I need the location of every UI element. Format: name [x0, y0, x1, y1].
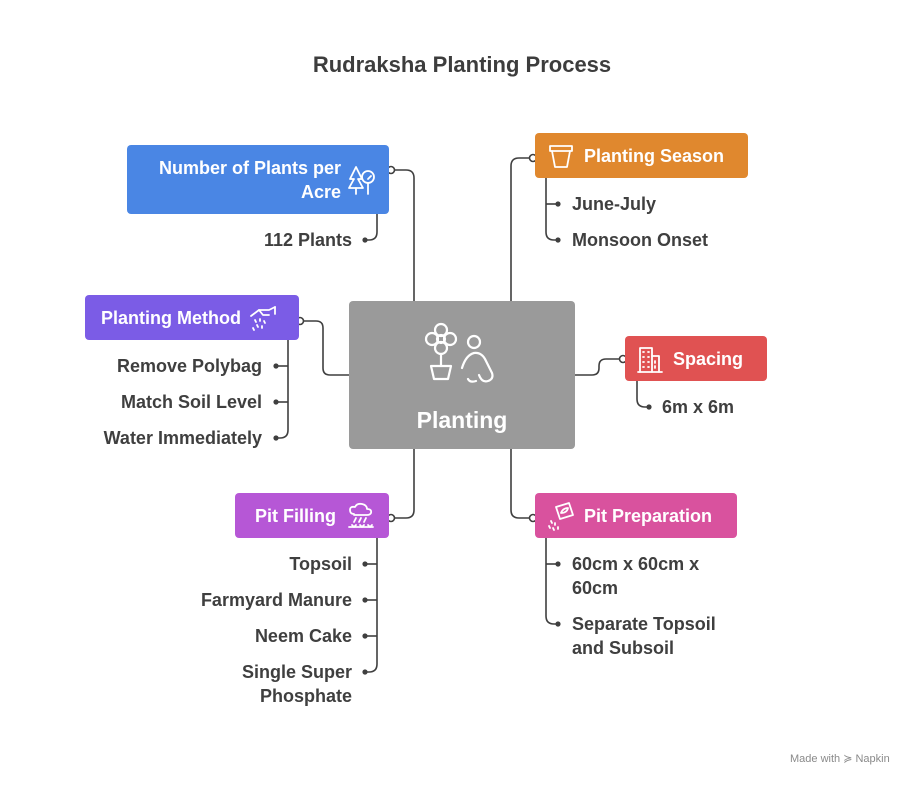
pit-preparation-label: Pit Preparation	[584, 505, 713, 526]
pit-filling-item: Neem Cake	[254, 626, 352, 646]
branch-pit-filling: Pit Filling	[235, 493, 389, 538]
trees-icon	[348, 165, 375, 195]
branch-planting-method: Planting Method	[85, 295, 299, 340]
planting-method-item: Water Immediately	[103, 428, 262, 448]
building-icon	[637, 346, 663, 373]
pit-filling-label: Pit Filling	[255, 505, 336, 526]
planting-season-label: Planting Season	[584, 145, 725, 166]
planting-method-item: Match Soil Level	[120, 392, 262, 412]
flower-pot-gardener-icon	[424, 322, 494, 383]
spacing-item: 6m x 6m	[662, 397, 735, 417]
branch-pit-preparation: Pit Preparation	[535, 493, 737, 538]
pit-filling-item: Topsoil	[289, 554, 352, 574]
center-label: Planting	[416, 407, 508, 433]
pot-icon	[549, 144, 573, 168]
branch-planting-season: Planting Season	[535, 133, 748, 178]
center-node-planting: Planting	[349, 301, 575, 449]
branch-plants-per-acre: Number of Plants per Acre	[127, 145, 389, 214]
planting-method-label: Planting Method	[101, 307, 241, 328]
planting-season-item: June-July	[572, 194, 657, 214]
planting-season-item: Monsoon Onset	[572, 230, 708, 250]
plants-per-acre-item: 112 Plants	[263, 230, 352, 250]
napkin-credit: Made with ≽ Napkin	[790, 753, 890, 765]
diagram-title: Rudraksha Planting Process	[312, 52, 612, 77]
rain-cloud-icon	[348, 502, 374, 528]
pit-filling-item: Farmyard Manure	[200, 590, 352, 610]
pit-preparation-item: 60cm x 60cm x 60cm	[572, 554, 700, 598]
branch-spacing: Spacing	[625, 336, 767, 381]
plants-per-acre-label: Number of Plants per Acre	[158, 157, 341, 202]
hand-seeds-icon	[250, 305, 276, 331]
seed-packet-icon	[548, 501, 574, 531]
spacing-label: Spacing	[673, 348, 744, 369]
pit-preparation-item: Separate Topsoil and Subsoil	[572, 614, 716, 658]
planting-method-item: Remove Polybag	[116, 356, 262, 376]
pit-filling-item: Single Super Phosphate	[241, 662, 352, 706]
